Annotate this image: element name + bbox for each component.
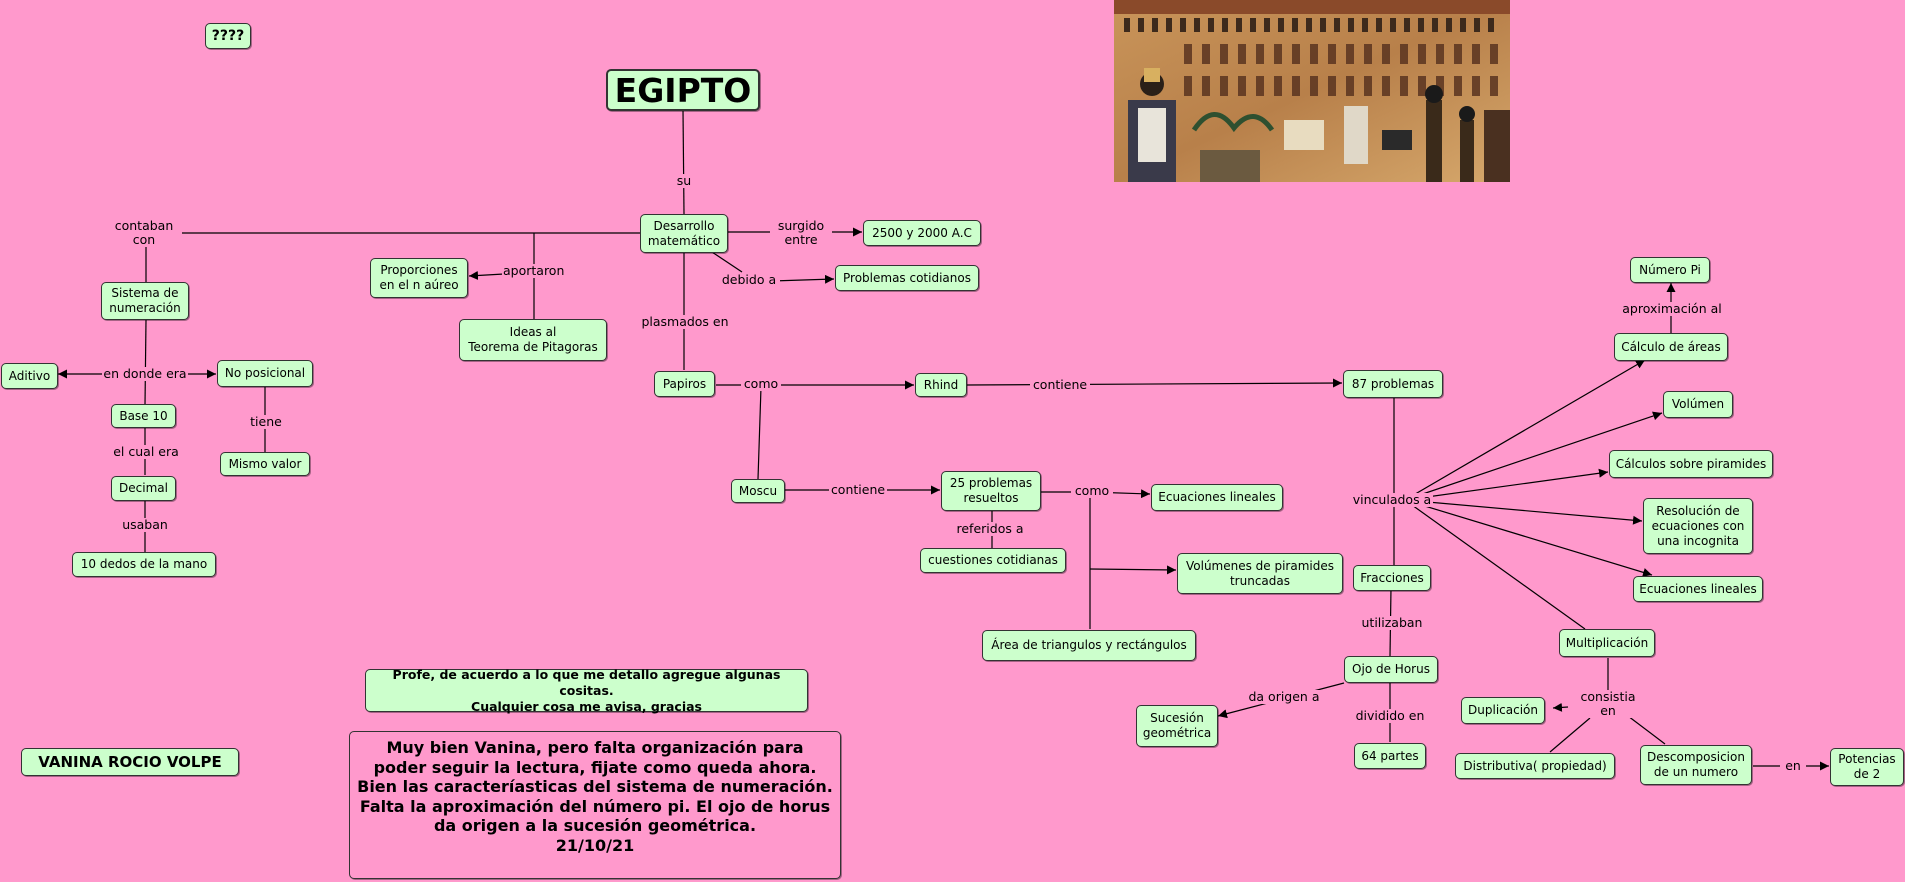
- sucesion-geometrica-node[interactable]: Sucesión geométrica: [1136, 705, 1218, 747]
- calculo-areas-node[interactable]: Cálculo de áreas: [1614, 333, 1728, 361]
- ideas-pitagoras-node[interactable]: Ideas al Teorema de Pitagoras: [459, 319, 607, 361]
- link-label-el-cual: el cual era: [109, 445, 183, 459]
- rhind-node[interactable]: Rhind: [915, 373, 967, 397]
- link-label-plasmados: plasmados en: [639, 315, 731, 329]
- decimal-node[interactable]: Decimal: [111, 476, 176, 501]
- link-label-contiene-moscu: contiene: [829, 482, 887, 497]
- duplicacion-node[interactable]: Duplicación: [1461, 697, 1545, 724]
- link-label-da-origen: da origen a: [1246, 690, 1322, 704]
- descomposicion-node[interactable]: Descomposicion de un numero: [1640, 745, 1752, 785]
- egipto-title-node[interactable]: EGIPTO: [606, 69, 760, 111]
- fecha-node[interactable]: 2500 y 2000 A.C: [863, 220, 981, 246]
- no-posicional-node[interactable]: No posicional: [217, 360, 313, 387]
- cuestiones-cotidianas-node[interactable]: cuestiones cotidianas: [920, 548, 1066, 573]
- link-label-surgido: surgido entre: [770, 219, 832, 247]
- link-label-vinculados: vinculados a: [1351, 492, 1433, 507]
- potencias-node[interactable]: Potencias de 2: [1830, 748, 1904, 786]
- veinticinco-problemas-node[interactable]: 25 problemas resueltos: [941, 471, 1041, 511]
- calculos-piramides-node[interactable]: Cálculos sobre piramides: [1609, 450, 1773, 478]
- link-label-contaban: contaban con: [106, 219, 182, 247]
- sistema-numeracion-node[interactable]: Sistema de numeración: [101, 282, 189, 320]
- link-label-consistia: consistia en: [1571, 690, 1645, 718]
- desarrollo-matematico-node[interactable]: Desarrollo matemático: [640, 214, 728, 253]
- papiros-node[interactable]: Papiros: [654, 371, 715, 397]
- link-label-aportaron: aportaron: [502, 263, 565, 278]
- distributiva-node[interactable]: Distributiva( propiedad): [1455, 753, 1615, 779]
- aditivo-node[interactable]: Aditivo: [1, 363, 58, 389]
- link-label-utilizaban: utilizaban: [1356, 616, 1428, 630]
- ecuaciones-lineales-moscu-node[interactable]: Ecuaciones lineales: [1151, 484, 1283, 511]
- ochenta-siete-problemas-node[interactable]: 87 problemas: [1343, 370, 1443, 398]
- moscu-node[interactable]: Moscu: [731, 479, 785, 503]
- diez-dedos-node[interactable]: 10 dedos de la mano: [72, 552, 216, 577]
- egyptian-papyrus-image: [1114, 0, 1510, 182]
- base-10-node[interactable]: Base 10: [111, 404, 176, 428]
- numero-pi-node[interactable]: Número Pi: [1630, 257, 1710, 283]
- sesenta-cuatro-partes-node[interactable]: 64 partes: [1354, 743, 1426, 769]
- link-label-contiene-rhind: contiene: [1030, 378, 1090, 392]
- link-label-como-papiros: como: [741, 377, 781, 391]
- link-label-como-moscu: como: [1071, 484, 1113, 498]
- teacher-note[interactable]: Muy bien Vanina, pero falta organización…: [349, 731, 841, 879]
- proporciones-node[interactable]: Proporciones en el n aúreo: [370, 258, 468, 298]
- link-label-en: en: [1780, 759, 1806, 773]
- mismo-valor-node[interactable]: Mismo valor: [220, 452, 310, 476]
- link-label-referidos: referidos a: [953, 522, 1027, 536]
- link-label-usaban: usaban: [119, 518, 171, 532]
- ecuaciones-lineales-rhind-node[interactable]: Ecuaciones lineales: [1633, 576, 1763, 602]
- link-label-en-donde: en donde era: [102, 366, 188, 381]
- resolucion-ecuaciones-node[interactable]: Resolución de ecuaciones con una incogni…: [1643, 498, 1753, 554]
- author-node[interactable]: VANINA ROCIO VOLPE: [21, 748, 239, 776]
- link-label-tiene: tiene: [246, 415, 286, 429]
- problemas-cotidianos-node[interactable]: Problemas cotidianos: [835, 265, 979, 291]
- question-marks-node[interactable]: ????: [205, 23, 251, 49]
- ojo-horus-node[interactable]: Ojo de Horus: [1344, 656, 1438, 683]
- volumen-node[interactable]: Volúmen: [1663, 391, 1733, 418]
- link-label-debido: debido a: [718, 273, 780, 287]
- volumenes-piramides-node[interactable]: Volúmenes de piramides truncadas: [1177, 553, 1343, 594]
- fracciones-node[interactable]: Fracciones: [1353, 565, 1431, 591]
- area-triangulos-node[interactable]: Área de triangulos y rectángulos: [982, 630, 1196, 661]
- link-label-su: su: [670, 174, 698, 188]
- link-label-dividido: dividido en: [1351, 709, 1429, 723]
- multiplicacion-node[interactable]: Multiplicación: [1559, 629, 1655, 657]
- link-label-aproximacion: aproximación al: [1619, 302, 1725, 316]
- student-note[interactable]: Profe, de acuerdo a lo que me detallo ag…: [365, 667, 808, 714]
